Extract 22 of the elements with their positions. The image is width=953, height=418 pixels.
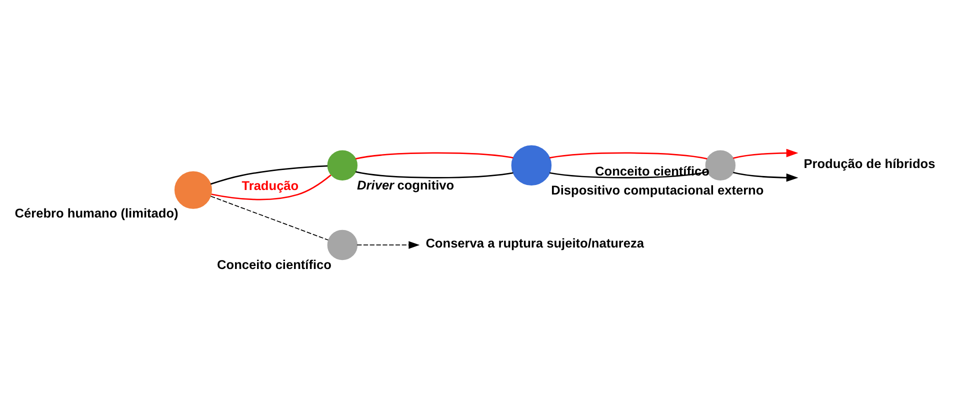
node-circle: [327, 229, 358, 260]
arrow: [733, 171, 798, 182]
connector: [210, 195, 329, 240]
node-text: Produção de híbridos: [804, 155, 936, 170]
connector: [355, 170, 514, 178]
connector: [210, 164, 328, 184]
node-circle: [327, 150, 358, 180]
arrow: [356, 240, 420, 248]
node-circle: [511, 144, 552, 185]
connector: [550, 170, 708, 178]
node-circle: [174, 170, 212, 208]
arrow: [733, 148, 798, 158]
node-text: Conserva a ruptura sujeito/natureza: [426, 234, 644, 250]
node-label: Dispositivo computacional externo: [551, 182, 764, 197]
node-label: Cérebro humano (limitado): [14, 205, 178, 220]
edge-label: Tradução: [242, 178, 299, 193]
node-label: Driver cognitivo: [357, 176, 454, 192]
connector: [550, 152, 708, 159]
connector: [211, 174, 332, 200]
node-label: Conceito científico: [217, 256, 332, 272]
connector: [356, 152, 514, 159]
node-label: Conceito científico: [595, 163, 710, 178]
